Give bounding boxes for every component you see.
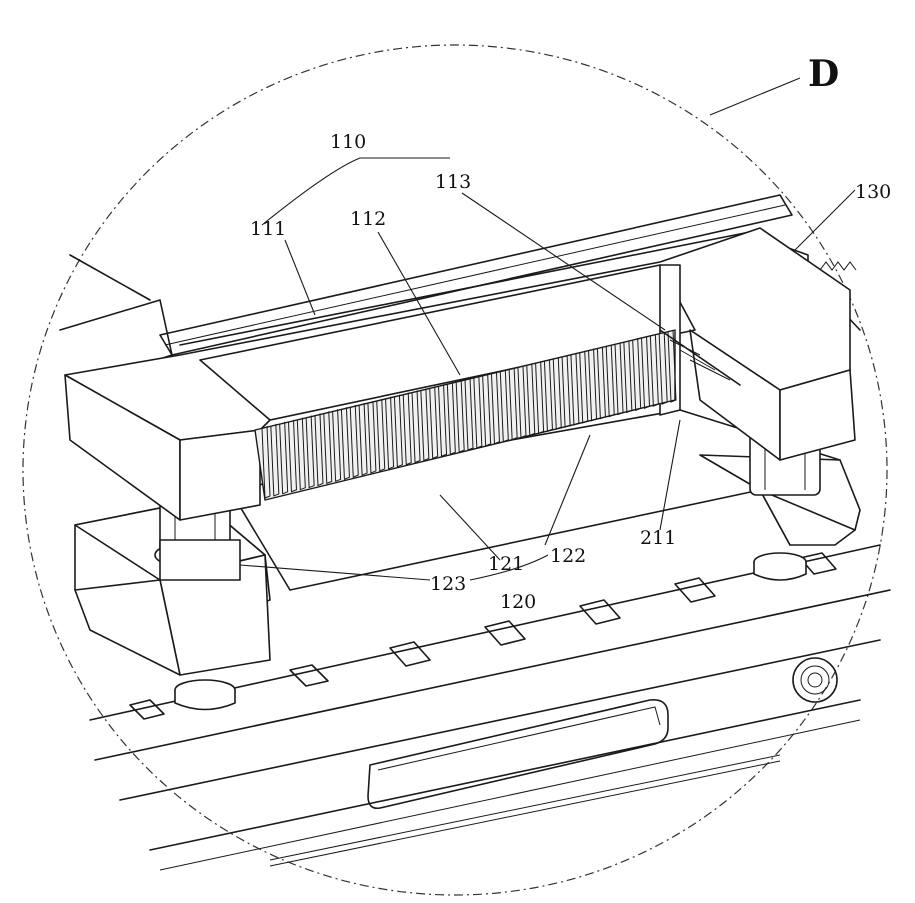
bottom-nut-right: [754, 553, 806, 580]
callout-110: 110: [330, 131, 366, 153]
callout-120: 120: [500, 591, 536, 613]
bottom-nut-left: [175, 680, 235, 710]
callout-112: 112: [350, 208, 386, 230]
callout-111: 111: [250, 218, 286, 240]
callout-122: 122: [550, 545, 586, 567]
callout-113: 113: [435, 171, 471, 193]
edge-fins: [820, 262, 856, 270]
label-d: D: [808, 53, 839, 95]
callout-121: 121: [488, 553, 524, 575]
callout-211: 211: [640, 527, 676, 549]
plate-boss: [793, 658, 837, 702]
callout-130: 130: [855, 181, 891, 203]
callout-123: 123: [430, 573, 466, 595]
